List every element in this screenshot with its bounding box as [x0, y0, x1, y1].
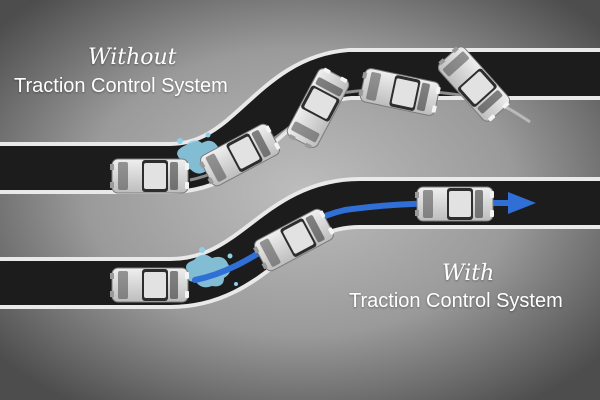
caption-without-subtitle: Traction Control System — [14, 75, 228, 97]
caption-without-title: Without — [88, 45, 177, 70]
caption-with-title: With — [442, 261, 495, 286]
suv-top-view-icon — [109, 267, 190, 303]
caption-with-subtitle: Traction Control System — [349, 290, 563, 312]
suv-top-view-icon — [109, 158, 190, 194]
suv-top-view-icon — [414, 186, 495, 222]
